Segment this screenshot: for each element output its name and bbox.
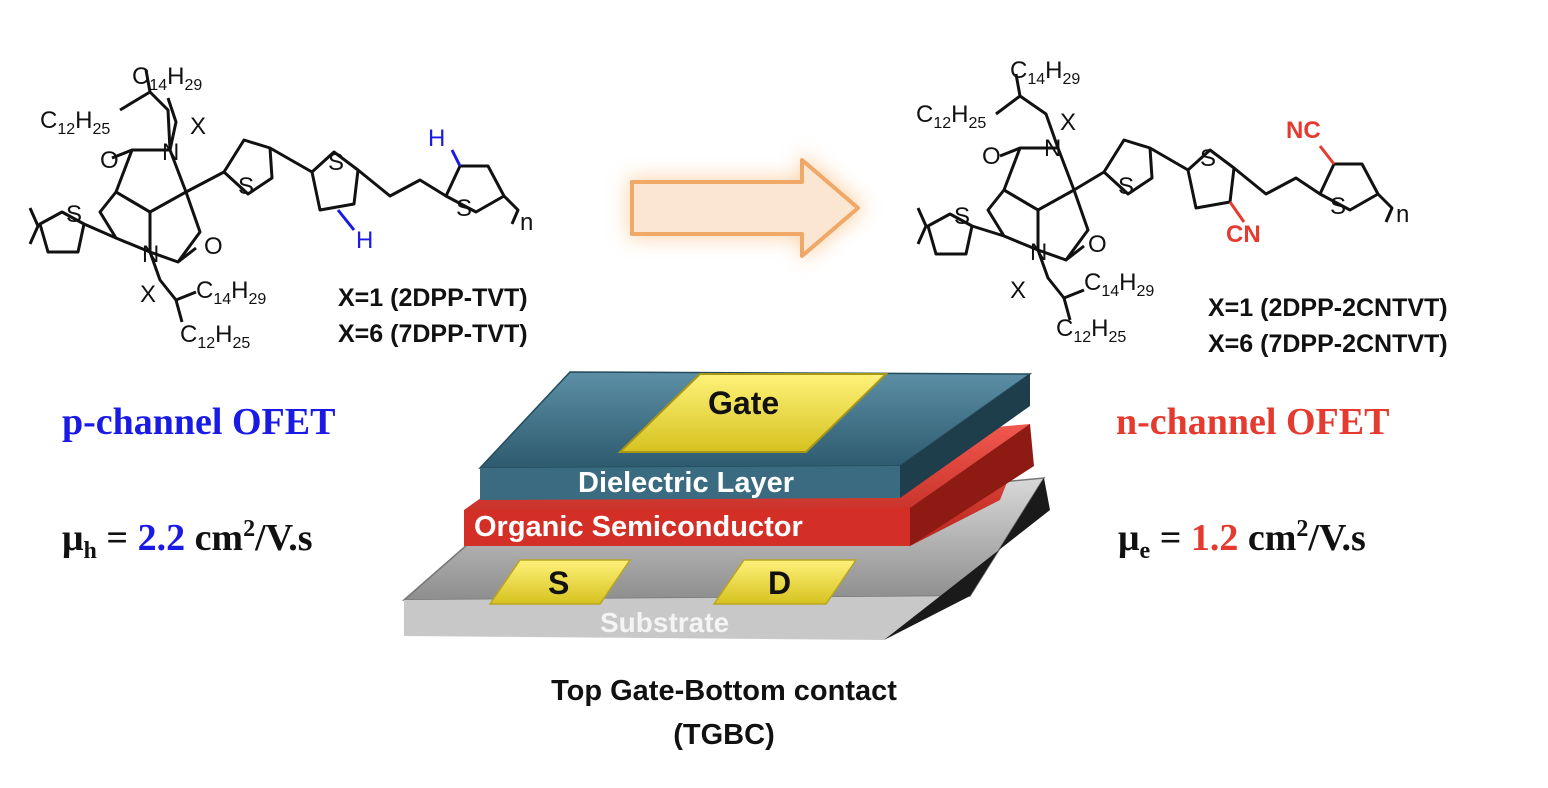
dpp-ring-lower-left	[98, 190, 152, 254]
device-caption-line2: (TGBC)	[673, 719, 774, 751]
atom-s-thio2: S	[238, 173, 254, 200]
r-atom-n-lower: N	[1030, 239, 1047, 266]
dielectric-label: Dielectric Layer	[578, 467, 794, 499]
right-thiophene-4	[1318, 162, 1380, 212]
r-x-label-bottom: X	[1010, 277, 1026, 304]
right-variant-1: X=1 (2DPP-2CNTVT)	[1208, 294, 1448, 322]
h-atom-bottom: H	[356, 227, 373, 254]
n-subscript: n	[520, 209, 533, 236]
atom-o-upper: O	[100, 147, 119, 174]
r-atom-s-thio2: S	[1118, 173, 1134, 200]
right-dpp-ring-upper	[1002, 146, 1076, 212]
n-channel-label: n-channel OFET	[1116, 401, 1389, 443]
left-polymer-labels: C14H29 C12H25 X O N N O S S S S n H H X …	[40, 63, 533, 352]
arrow-shape	[630, 158, 860, 258]
x-label-bottom: X	[140, 281, 156, 308]
hole-mobility: μh = 2.2 cm2/V.s	[62, 516, 312, 564]
atom-n-lower: N	[142, 241, 159, 268]
left-thiophene-1	[38, 210, 86, 254]
right-thiophene-1	[926, 212, 974, 256]
r-atom-o-lower: O	[1088, 231, 1107, 258]
x-label-top: X	[190, 113, 206, 140]
cn-group-bottom: CN	[1226, 221, 1261, 248]
r-x-label-top: X	[1060, 109, 1076, 136]
right-thiophene-2	[1102, 138, 1154, 196]
cn-group-top: NC	[1286, 117, 1321, 144]
h-atom-top: H	[428, 125, 445, 152]
p-channel-label: p-channel OFET	[62, 401, 335, 443]
r-alkyl-c12h25-bottom: C12H25	[1056, 315, 1126, 346]
left-variant-2: X=6 (7DPP-TVT)	[338, 320, 528, 348]
device-caption-line1: Top Gate-Bottom contact	[551, 675, 897, 707]
right-variant-2: X=6 (7DPP-2CNTVT)	[1208, 330, 1448, 358]
right-polymer-labels: C14H29 C12H25 X O N N O S S S S n NC CN …	[916, 57, 1448, 358]
r-atom-s-thio4: S	[1330, 193, 1346, 220]
left-thiophene-4	[444, 164, 506, 214]
right-polymer-structure	[916, 73, 1394, 321]
gate-electrode: Gate	[617, 373, 889, 453]
r-alkyl-c14h29-top: C14H29	[1010, 57, 1080, 88]
left-polymer-bracket-open	[28, 207, 40, 245]
left-variant-1: X=1 (2DPP-TVT)	[338, 284, 528, 312]
hole-mobility-value: 2.2	[138, 517, 186, 559]
drain-label: D	[768, 565, 791, 601]
semiconductor-label: Organic Semiconductor	[474, 511, 803, 543]
left-thiophene-3	[310, 150, 360, 212]
substrate-label: Substrate	[600, 607, 729, 638]
right-thiophene-3	[1186, 148, 1236, 210]
right-vinylene	[1233, 166, 1321, 196]
r-atom-o-upper: O	[982, 143, 1001, 170]
left-polymer-bracket-close	[502, 194, 520, 225]
alkyl-label-c12h25-top: C12H25	[40, 107, 110, 138]
alkyl-label-c12h25-bottom: C12H25	[180, 321, 250, 352]
atom-s-thio3: S	[328, 149, 344, 176]
alkyl-label-c14h29-top: C14H29	[132, 63, 202, 94]
transformation-arrow	[628, 152, 866, 262]
r-n-subscript: n	[1396, 201, 1409, 228]
r-atom-s-thio3: S	[1200, 145, 1216, 172]
dpp-ring-lower-right	[148, 190, 202, 264]
r-atom-s-thio1: S	[954, 203, 970, 230]
electron-mobility-value: 1.2	[1191, 517, 1239, 559]
left-thiophene-2	[222, 138, 274, 196]
left-vinylene	[357, 168, 447, 198]
atom-o-lower: O	[204, 233, 223, 260]
r-alkyl-c12h25-top: C12H25	[916, 101, 986, 132]
electron-mobility: μe = 1.2 cm2/V.s	[1118, 516, 1366, 564]
drain-electrode: D	[712, 559, 858, 605]
atom-n-upper: N	[162, 139, 179, 166]
source-label: S	[548, 565, 569, 601]
gate-label: Gate	[708, 385, 779, 421]
atom-s-thio1: S	[66, 201, 82, 228]
atom-s-thio4: S	[456, 195, 472, 222]
tgbc-device-stack: S D Substrate Organic Semiconductor Diel…	[401, 371, 1050, 640]
alkyl-label-c14h29-bottom: C14H29	[196, 277, 266, 308]
left-polymer-structure	[28, 69, 520, 323]
source-electrode: S	[488, 559, 632, 605]
r-alkyl-c14h29-bottom: C14H29	[1084, 269, 1154, 300]
r-atom-n-upper: N	[1044, 135, 1061, 162]
